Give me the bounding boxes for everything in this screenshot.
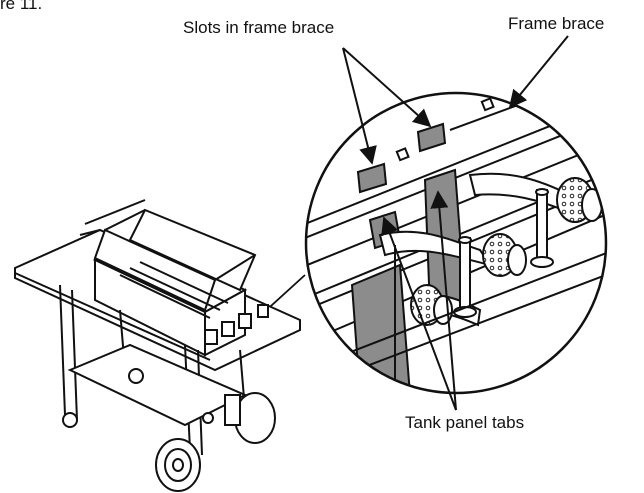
- figure-number: re 11.: [0, 0, 43, 13]
- grill-overview: [14, 199, 301, 492]
- label-frame-brace: Frame brace: [508, 14, 605, 33]
- caster-left: [62, 412, 78, 428]
- label-tank-panel-tabs: Tank panel tabs: [405, 413, 525, 432]
- caster-mid: [128, 368, 144, 384]
- arrow-tab-left: [381, 216, 457, 411]
- slot-left: [356, 162, 388, 194]
- arrow-slot-right: [342, 47, 432, 128]
- arrow-frame-brace: [508, 35, 569, 109]
- arrow-slot-left: [342, 47, 377, 165]
- slot-right: [416, 122, 447, 153]
- magnifier-circle: [304, 91, 608, 395]
- arrow-tab-right: [430, 190, 457, 411]
- label-slots-in-frame-brace: Slots in frame brace: [183, 18, 335, 37]
